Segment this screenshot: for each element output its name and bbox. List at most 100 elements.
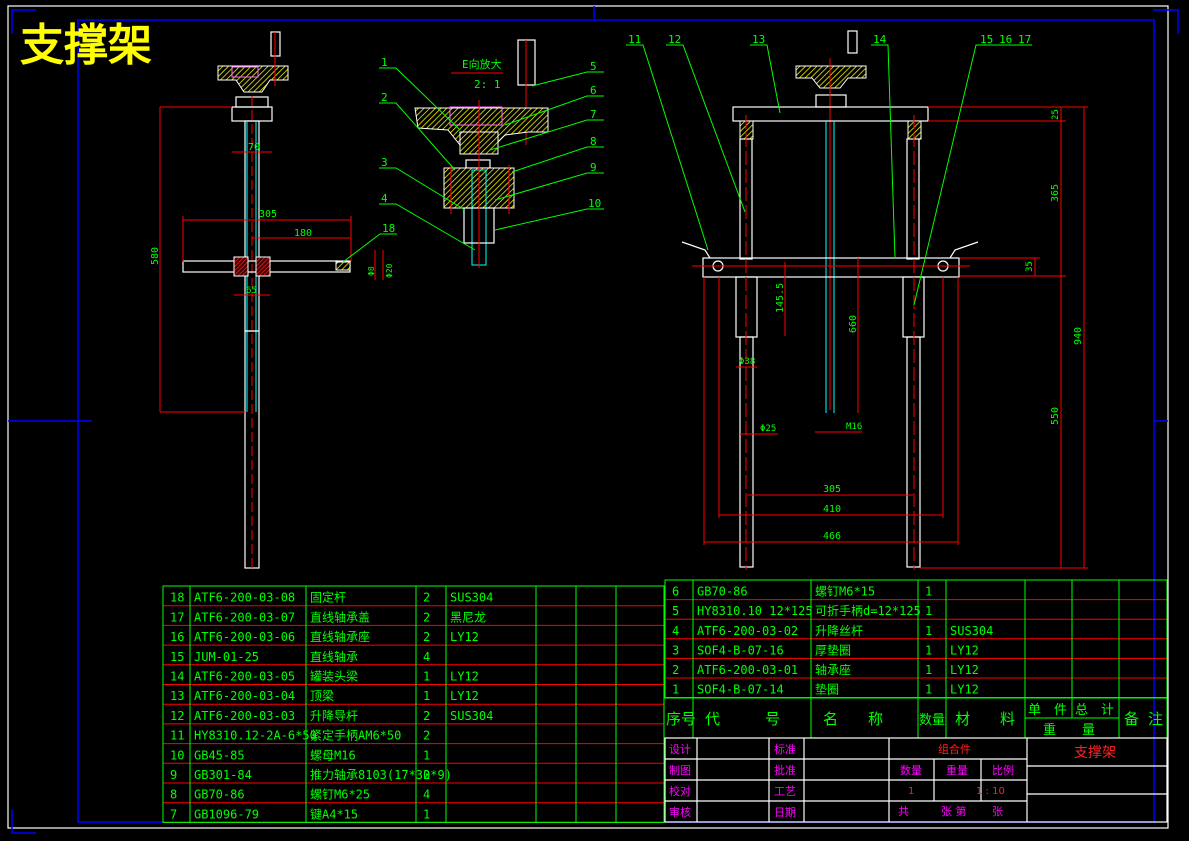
bom-cell-material: LY12 (450, 670, 479, 684)
bom-cell-name: 垫圈 (815, 682, 839, 697)
bom-cell-name: 可折手柄d=12*125 (815, 603, 921, 618)
dim-940: 940 (1073, 327, 1084, 345)
bom-cell-code: GB70-86 (194, 788, 245, 802)
bom-cell-no: 13 (170, 689, 184, 703)
dim-phi38: Φ38 (739, 357, 755, 367)
bom-cell-no: 8 (170, 788, 177, 802)
bom-cell-name: 厚垫圈 (815, 642, 851, 657)
bom-cell-qty: 1 (423, 807, 430, 821)
bom-cell-name: 螺钉M6*25 (310, 788, 370, 802)
tb-sheet-mid: 张 第 (941, 804, 967, 818)
bom-cell-no: 3 (672, 643, 679, 657)
dim-35: 35 (1025, 261, 1035, 272)
dim-145-5: 145.5 (775, 283, 786, 313)
bom-cell-qty: 2 (423, 768, 430, 782)
crossbar-block-left (233, 256, 249, 277)
bom-cell-no: 18 (170, 591, 184, 605)
crossbeam (702, 257, 960, 278)
detail-handwheel (414, 107, 549, 146)
dim-65: 65 (246, 286, 257, 296)
bom-cell-material: SUS304 (950, 624, 993, 638)
tb-weight-label: 重量 (946, 763, 968, 777)
bom-cell-code: HY8310.10 12*125 (697, 604, 813, 618)
corner-mark (11, 9, 36, 34)
bom-cell-material: LY12 (950, 683, 979, 697)
bom-cell-code: JUM-01-25 (194, 650, 259, 664)
bom-cell-name: 升降导杆 (310, 709, 358, 723)
drawing-title: 支撑架 (20, 20, 152, 71)
balloon-13: 13 (752, 33, 765, 46)
bom-cell-code: ATF6-200-03-07 (194, 610, 295, 624)
balloon-6: 6 (590, 84, 597, 97)
balloon-18: 18 (382, 222, 395, 235)
tb-approve: 批准 (774, 763, 796, 777)
dim-466: 466 (823, 531, 841, 542)
tb-process: 工艺 (774, 785, 796, 798)
corner-mark (11, 810, 36, 834)
header-qty: 数量 (919, 713, 945, 728)
tb-design: 设计 (669, 743, 691, 756)
bom-cell-name: 轴承座 (815, 662, 851, 677)
bom-cell-material: LY12 (450, 630, 479, 644)
tb-scale-label: 比例 (992, 763, 1014, 777)
bom-cell-code: ATF6-200-03-01 (697, 663, 798, 677)
bom-cell-no: 16 (170, 630, 184, 644)
balloon-15: 15 (980, 33, 993, 46)
bom-cell-code: ATF6-200-03-08 (194, 591, 295, 605)
bom-cell-qty: 1 (925, 643, 932, 657)
bom-cell-no: 17 (170, 610, 184, 624)
bom-cell-no: 14 (170, 670, 184, 684)
title-block: 设计 制图 校对 审核 标准 批准 工艺 日期 组合件 数量 重量 比例 1 1… (664, 737, 1168, 823)
header-material: 材 料 (955, 710, 1015, 728)
bom-cell-name: 螺钉M6*15 (815, 585, 875, 599)
bom-cell-no: 10 (170, 748, 184, 762)
bom-cell-name: 螺母M16 (310, 748, 356, 762)
detail-label: E向放大 (462, 57, 502, 71)
tb-check: 校对 (669, 784, 691, 798)
bom-header-row: 序号 代 号 名 称 数量 材 料 单 件 总 计 重 量 备 注 (663, 697, 1168, 739)
bom-cell-material: LY12 (950, 663, 979, 677)
bom-cell-name: 直线轴承盖 (310, 609, 370, 624)
header-code: 代 号 (705, 710, 780, 728)
dim-phi25: Φ25 (760, 424, 776, 434)
bom-cell-material: 黑尼龙 (450, 610, 486, 624)
tb-standard: 标准 (774, 742, 796, 756)
bom-cell-name: 升降丝杆 (815, 624, 863, 638)
bom-cell-no: 7 (170, 807, 177, 821)
bom-cell-material: SUS304 (450, 709, 493, 723)
bom-cell-qty: 1 (925, 663, 932, 677)
tb-draw: 制图 (669, 764, 691, 777)
crossbar-block-right (255, 256, 271, 277)
dim-305: 305 (259, 209, 277, 220)
balloon-1: 1 (381, 56, 388, 69)
dim-580: 580 (150, 247, 161, 265)
bom-cell-qty: 1 (925, 624, 932, 638)
dim-m16: M16 (846, 422, 862, 432)
detail-view-e: E向放大 2: 1 1 2 3 4 5 6 7 8 (379, 39, 604, 268)
tb-date: 日期 (774, 806, 796, 819)
bom-cell-qty: 1 (925, 604, 932, 618)
tb-drawing-name: 支撑架 (1074, 745, 1116, 761)
tb-sheet-end: 张 (992, 805, 1003, 818)
bom-cell-name: 紧定手柄AM6*50 (310, 728, 401, 743)
dim-phi8: Φ8 (367, 266, 376, 276)
dim-180: 180 (294, 228, 312, 239)
balloon-5: 5 (590, 60, 597, 73)
balloon-7: 7 (590, 108, 597, 121)
bom-cell-no: 4 (672, 624, 679, 638)
header-remark: 备 注 (1124, 710, 1163, 728)
bom-cell-no: 15 (170, 650, 184, 664)
tb-qty-label: 数量 (900, 764, 922, 777)
bom-cell-qty: 2 (423, 630, 430, 644)
balloon-4: 4 (381, 192, 388, 205)
